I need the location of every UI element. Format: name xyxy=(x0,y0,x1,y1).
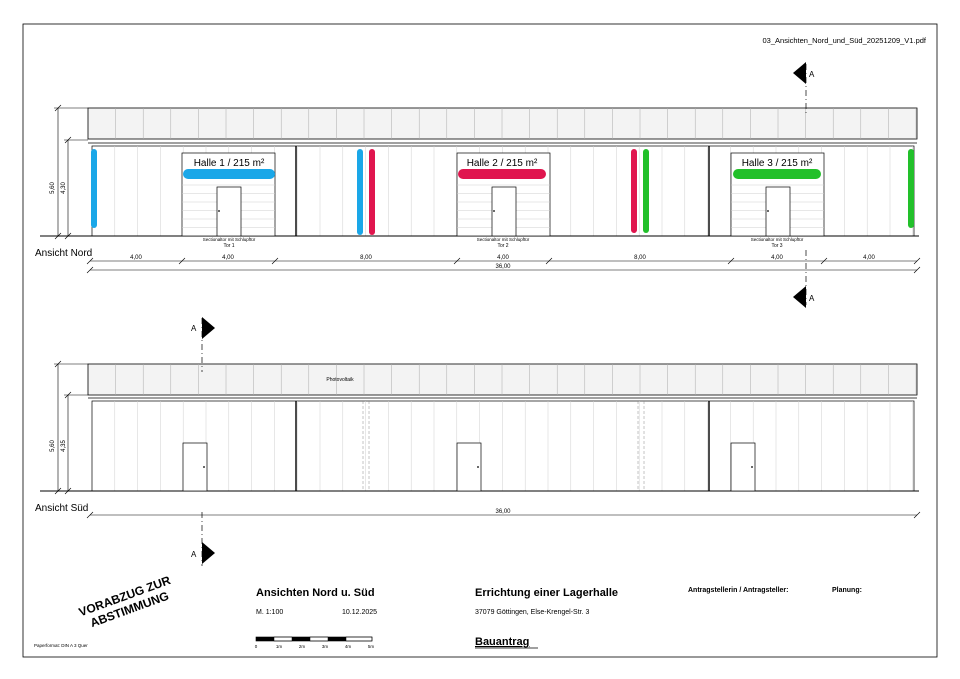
sheet-border xyxy=(22,23,938,658)
south-wall xyxy=(91,400,915,492)
drawing-title: Ansichten Nord u. Süd xyxy=(256,587,375,599)
dimension-label: 4,00 xyxy=(863,255,875,261)
north-roof xyxy=(87,107,918,140)
hall-3-label: Halle 3 / 215 m² xyxy=(742,158,813,169)
scale-bar-label: 1m xyxy=(276,644,283,649)
south-total-length: 36,00 xyxy=(495,509,511,515)
drawing-scale: M. 1:100 xyxy=(256,609,283,616)
south-view: Photovoltaik Ansicht Süd xyxy=(35,360,921,519)
hall-3-boundary-marker xyxy=(908,149,914,228)
svg-text:A: A xyxy=(809,294,815,303)
section-marker-north-bottom: A xyxy=(793,250,815,308)
gate-3-door-label: Sectionaltor mit Schlupftür xyxy=(751,237,804,242)
project-address: 37079 Göttingen, Else-Krengel-Str. 3 xyxy=(475,609,590,616)
section-marker-south-bottom: A xyxy=(191,512,215,566)
scale-bar-label: 5m xyxy=(368,644,375,649)
drawing-line xyxy=(86,257,94,265)
svg-text:A: A xyxy=(809,70,815,79)
service-door xyxy=(765,186,791,237)
drawing-date: 10.12.2025 xyxy=(342,609,377,616)
scale-bar-label: 0 xyxy=(255,644,258,649)
south-total-height: 5,60 xyxy=(50,440,56,452)
hall-2-marker xyxy=(458,169,546,179)
gate-3 xyxy=(730,152,825,237)
drawing-line xyxy=(913,257,921,265)
section-marker-north-top: A xyxy=(793,62,815,115)
hall-3-marker xyxy=(733,169,821,179)
scale-bar xyxy=(255,636,373,642)
gate-2-label: Tor 2 xyxy=(497,243,508,249)
hall-2-boundary-marker xyxy=(631,149,637,233)
section-marker-south-top: A xyxy=(191,317,215,372)
gate-1-label: Tor 1 xyxy=(223,243,234,249)
hall-1-boundary-marker xyxy=(357,149,363,235)
drawing-line xyxy=(913,266,921,274)
dimension-label: 8,00 xyxy=(360,255,372,261)
drawing-line xyxy=(545,257,553,265)
south-wall-panels xyxy=(114,401,914,491)
south-length-dimension xyxy=(86,511,921,519)
dimension-label: 8,00 xyxy=(634,255,646,261)
service-door xyxy=(491,186,517,237)
north-view: Halle 1 / 215 m² Halle 2 / 215 m² Halle … xyxy=(35,104,921,274)
south-dashed-supports xyxy=(362,401,645,491)
hall-2-label: Halle 2 / 215 m² xyxy=(467,158,538,169)
south-wall-height: 4,35 xyxy=(61,440,67,452)
north-height-dimensions xyxy=(54,104,88,240)
north-wall-height: 4,30 xyxy=(61,182,67,194)
gate-2 xyxy=(456,152,551,237)
gate-2-door-label: Sectionaltor mit Schlupftür xyxy=(477,237,530,242)
drawing-line xyxy=(820,257,828,265)
scale-bar-label: 2m xyxy=(299,644,306,649)
dimension-label: 4,00 xyxy=(222,255,234,261)
north-roof-modules xyxy=(115,108,917,139)
south-door-1 xyxy=(182,442,208,492)
gate-1-door-label: Sectionaltor mit Schlupftür xyxy=(203,237,256,242)
dimension-label: 4,00 xyxy=(771,255,783,261)
drawing-line xyxy=(727,257,735,265)
gate-1 xyxy=(181,152,276,237)
north-total-length: 36,00 xyxy=(495,264,511,270)
hall-3-boundary-marker xyxy=(643,149,649,233)
drawing-line xyxy=(178,257,186,265)
drawing-line xyxy=(271,257,279,265)
north-dimension-ticks xyxy=(86,257,921,274)
scale-bar-label: 4m xyxy=(345,644,352,649)
title-block: Ansichten Nord u. Süd M. 1:100 10.12.202… xyxy=(255,587,862,649)
drawing-line xyxy=(453,257,461,265)
south-view-label: Ansicht Süd xyxy=(35,503,88,514)
drawing-line xyxy=(86,266,94,274)
applicant-label: Antragstellerin / Antragsteller: xyxy=(688,587,789,594)
svg-text:A: A xyxy=(191,324,197,333)
gate-3-label: Tor 3 xyxy=(771,243,782,249)
paper-format: Paperformat: DIN A 3 Quer xyxy=(34,643,88,648)
dimension-label: 4,00 xyxy=(497,255,509,261)
planning-label: Planung: xyxy=(832,587,862,594)
north-view-label: Ansicht Nord xyxy=(35,248,92,259)
project-title: Errichtung einer Lagerhalle xyxy=(475,587,618,599)
service-door xyxy=(216,186,242,237)
hall-1-label: Halle 1 / 215 m² xyxy=(194,158,265,169)
north-total-height: 5,60 xyxy=(50,182,56,194)
hall-1-marker xyxy=(183,169,275,179)
dimension-label: 4,00 xyxy=(130,255,142,261)
south-door-3 xyxy=(730,442,756,492)
preliminary-stamp: VORABZUG ZUR ABSTIMMUNG xyxy=(77,573,173,630)
north-length-dimensions xyxy=(90,260,917,271)
south-roof-modules xyxy=(115,364,917,395)
application-type: Bauantrag xyxy=(475,636,529,648)
svg-text:A: A xyxy=(191,550,197,559)
pv-label: Photovoltaik xyxy=(326,377,354,383)
scale-bar-label: 3m xyxy=(322,644,329,649)
hall-1-boundary-marker xyxy=(91,149,97,228)
hall-2-boundary-marker xyxy=(369,149,375,235)
file-name: 03_Ansichten_Nord_und_Süd_20251209_V1.pd… xyxy=(763,36,927,45)
south-roof xyxy=(87,363,918,396)
south-door-2 xyxy=(456,442,482,492)
south-height-dimensions xyxy=(54,360,88,495)
